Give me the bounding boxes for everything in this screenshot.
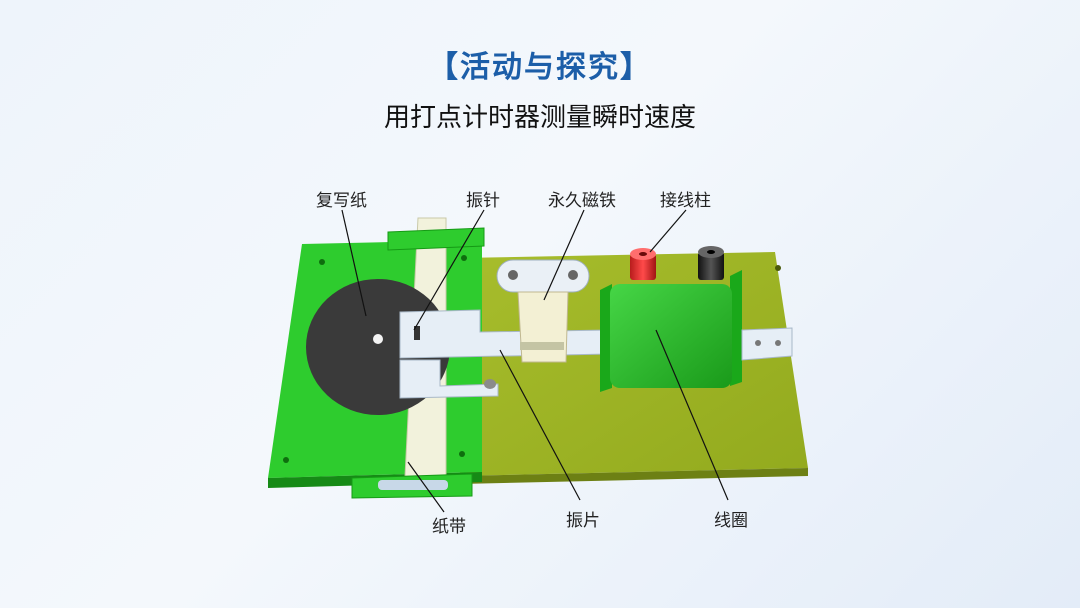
permanent-magnet (496, 259, 590, 363)
terminal-red (630, 248, 656, 280)
leader-lines (341, 209, 729, 513)
page-subtitle: 用打点计时器测量瞬时速度 (383, 103, 696, 133)
label-permanent-magnet: 永久磁铁 (548, 191, 616, 211)
label-coil: 线圈 (714, 511, 748, 531)
label-terminal: 接线柱 (660, 191, 711, 211)
terminal-black (698, 246, 724, 280)
label-vibration-needle: 振针 (466, 191, 500, 211)
label-carbon-paper: 复写纸 (316, 191, 367, 211)
label-paper-tape: 纸带 (432, 517, 466, 537)
section-title: 【活动与探究】 (428, 50, 652, 85)
tape-guide-bracket (351, 227, 485, 499)
coil (600, 270, 793, 392)
label-vibration-plate: 振片 (566, 511, 600, 531)
